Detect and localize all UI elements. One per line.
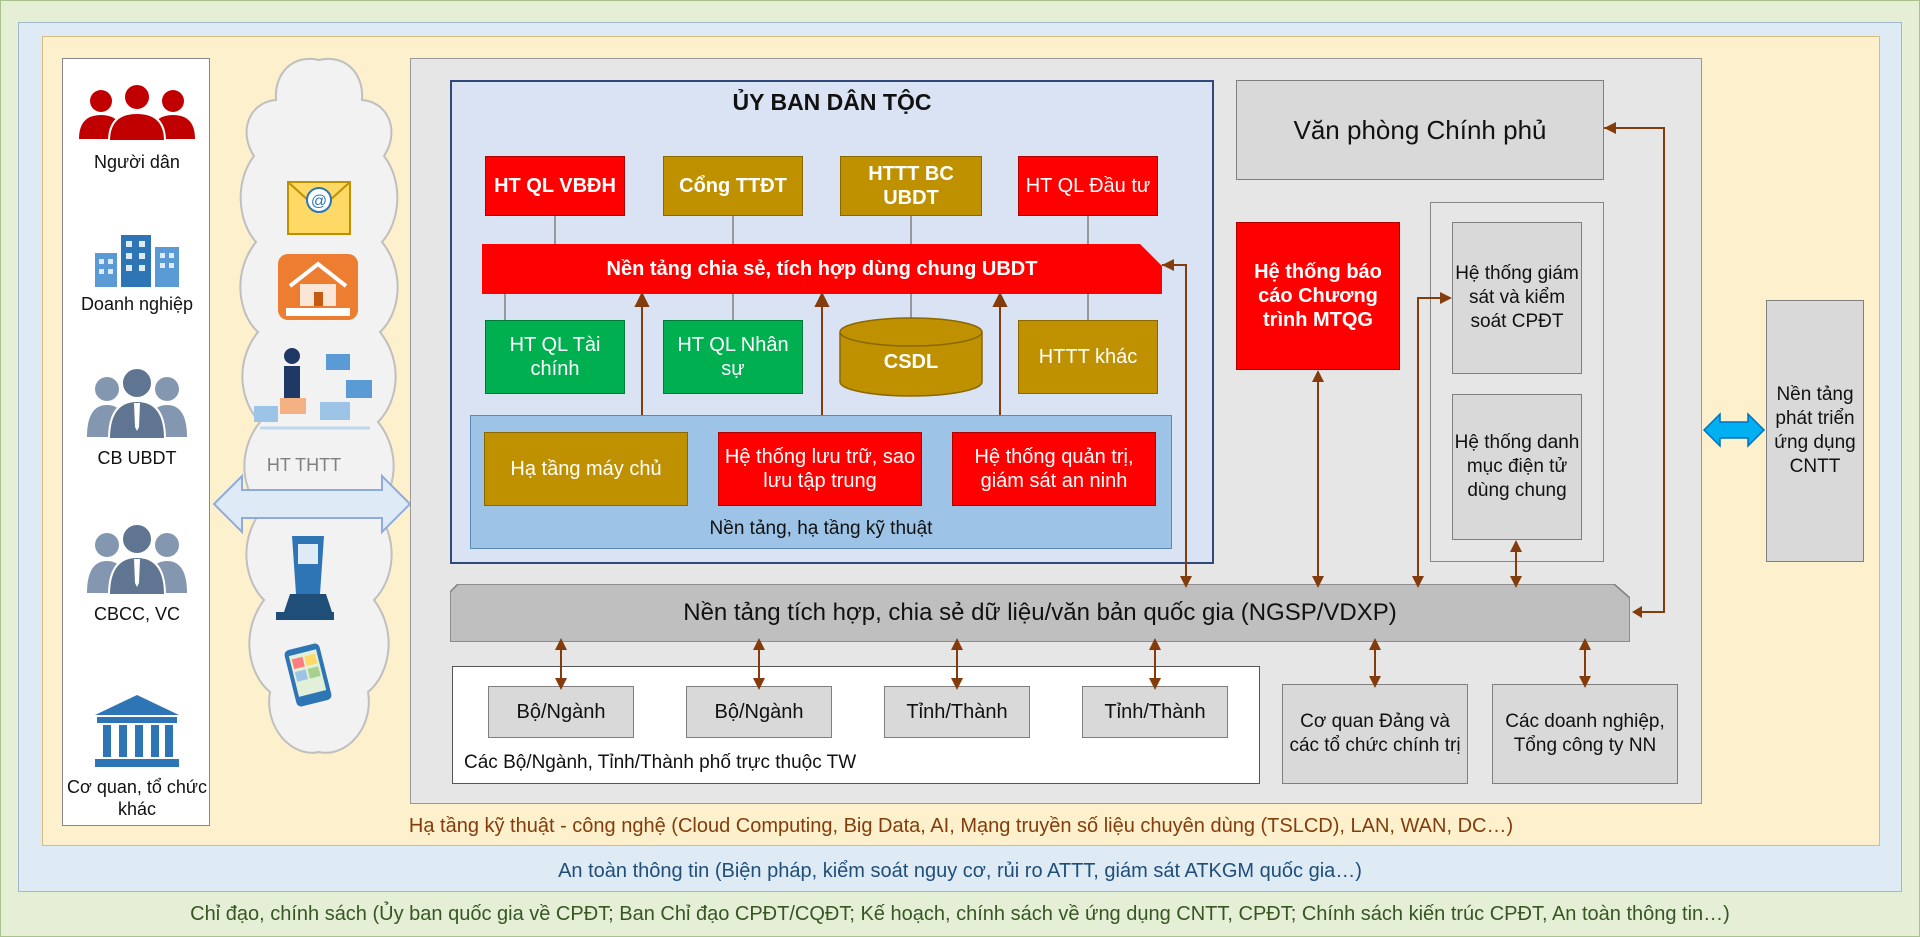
- mobile-phone-icon: [284, 643, 332, 707]
- user-label-institution: Cơ quan, tổ chức khác: [67, 777, 207, 819]
- system-other: HTTT khác: [1018, 320, 1158, 394]
- database-shape: [839, 317, 983, 397]
- infrastructure-layer-label: Hạ tầng kỹ thuật - công nghệ (Cloud Comp…: [408, 814, 1514, 837]
- storage-backup-system: Hệ thống lưu trữ, sao lưu tập trung: [718, 432, 922, 506]
- kiosk-icon: [276, 536, 334, 620]
- system-vbdh: HT QL VBĐH: [485, 156, 625, 216]
- user-label-enterprise: Doanh nghiệp: [80, 293, 194, 314]
- cloud-shape: [239, 57, 399, 754]
- svg-text:@: @: [311, 193, 327, 210]
- system-portal: Cổng TTĐT: [663, 156, 803, 216]
- system-finance: HT QL Tài chính: [485, 320, 625, 394]
- user-panel: Người dân Doanh nghiệp CB UBDT CBCC, VC …: [62, 58, 210, 826]
- user-label-officials: CBCC, VC: [93, 603, 180, 624]
- system-report-ubdt: HTTT BC UBDT: [840, 156, 982, 216]
- building-icon: [95, 235, 179, 287]
- officials-group-icon: [87, 523, 187, 595]
- province-box-2: Tỉnh/Thành: [1082, 686, 1228, 738]
- user-label-citizen: Người dân: [94, 151, 180, 172]
- party-organizations: Cơ quan Đảng và các tổ chức chính trị: [1282, 684, 1468, 784]
- mtqg-report-system: Hệ thống báo cáo Chương trình MTQG: [1236, 222, 1400, 370]
- ngsp-shape: [450, 584, 1630, 642]
- security-admin-system: Hệ thống quản trị, giám sát an ninh: [952, 432, 1156, 506]
- people-icon: [79, 83, 195, 141]
- server-infra: Hạ tầng máy chủ: [484, 432, 688, 506]
- app-dev-platform: Nền tảng phát triển ứng dụng CNTT: [1766, 300, 1864, 562]
- app-platform-arrow: [1702, 412, 1766, 448]
- user-label-staff: CB UBDT: [97, 447, 177, 468]
- shared-platform-shape: [482, 244, 1162, 294]
- policy-layer-label: Chỉ đạo, chính sách (Ủy ban quốc gia về …: [190, 902, 1730, 925]
- system-hr: HT QL Nhân sự: [663, 320, 803, 394]
- state-enterprises: Các doanh nghiệp, Tổng công ty NN: [1492, 684, 1678, 784]
- system-investment: HT QL Đầu tư: [1018, 156, 1158, 216]
- home-app-icon: [278, 254, 358, 320]
- government-office: Văn phòng Chính phủ: [1236, 80, 1604, 180]
- security-layer-label: An toàn thông tin (Biện pháp, kiểm soát …: [558, 859, 1362, 882]
- shared-catalog-system: Hệ thống danh mục điện tử dùng chung: [1452, 394, 1582, 540]
- region-label: Các Bộ/Ngành, Tỉnh/Thành phố trực thuộc …: [464, 752, 857, 773]
- ministry-box-2: Bộ/Ngành: [686, 686, 832, 738]
- cloud-label: HT THTT: [266, 454, 342, 475]
- staff-group-icon: [87, 367, 187, 439]
- email-icon: @: [287, 181, 351, 235]
- institution-icon: [95, 695, 179, 767]
- technical-infra-label: Nền tảng, hạ tầng kỹ thuật: [709, 518, 933, 539]
- ubdt-title: ỦY BAN DÂN TỘC: [732, 88, 932, 115]
- online-service-icon: [254, 348, 372, 430]
- ministry-box-1: Bộ/Ngành: [488, 686, 634, 738]
- egov-monitoring-system: Hệ thống giám sát và kiểm soát CPĐT: [1452, 222, 1582, 374]
- shared-platform-label: Nền tảng chia sẻ, tích hợp dùng chung UB…: [606, 257, 1038, 280]
- ngsp-label: Nền tảng tích hợp, chia sẻ dữ liệu/văn b…: [683, 599, 1397, 626]
- database-label: CSDL: [883, 350, 939, 373]
